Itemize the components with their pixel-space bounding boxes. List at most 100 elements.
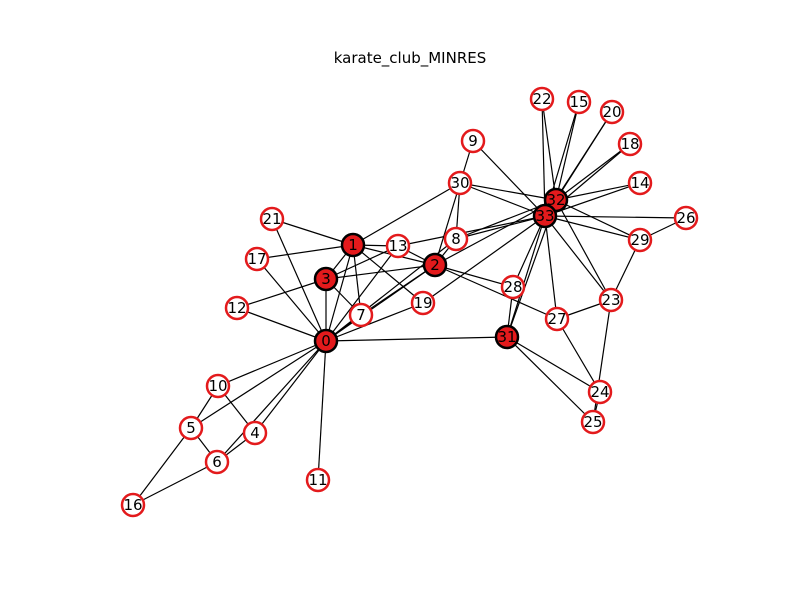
node-1: 1 (340, 232, 366, 258)
node-27: 27 (544, 306, 570, 332)
edge-30-32 (459, 182, 557, 201)
node-label: 2 (430, 256, 440, 274)
edge-2-7 (360, 264, 436, 316)
node-label: 16 (123, 496, 142, 514)
edge-3-12 (236, 278, 327, 309)
node-circle (627, 227, 653, 253)
node-label: 30 (450, 174, 469, 192)
node-label: 23 (601, 291, 620, 309)
node-21: 21 (259, 206, 285, 232)
edge-1-30 (352, 182, 461, 246)
edge-6-16 (132, 461, 218, 506)
edge-2-3 (325, 264, 436, 280)
node-13: 13 (385, 233, 411, 259)
edge-1-21 (271, 218, 354, 246)
node-label: 29 (630, 231, 649, 249)
node-circle (532, 203, 558, 229)
node-8: 8 (443, 226, 469, 252)
node-5: 5 (178, 415, 204, 441)
edge-0-12 (236, 307, 327, 342)
edge-0-5 (190, 340, 327, 429)
node-label: 25 (583, 413, 602, 431)
node-0: 0 (313, 328, 339, 354)
node-circle (205, 373, 231, 399)
node-label: 9 (468, 132, 478, 150)
edge-0-21 (271, 218, 327, 342)
node-circle (494, 324, 520, 350)
edge-23-32 (555, 199, 612, 301)
edge-26-33 (544, 215, 687, 219)
edge-1-19 (352, 244, 424, 304)
node-16: 16 (120, 492, 146, 518)
edge-2-9 (434, 140, 474, 266)
node-layer: 0123456789101112131415161718192021222324… (120, 86, 699, 518)
node-circle (422, 252, 448, 278)
node-label: 10 (208, 377, 227, 395)
node-4: 4 (242, 420, 268, 446)
edge-2-28 (434, 264, 514, 288)
node-circle (313, 328, 339, 354)
node-label: 32 (546, 191, 565, 209)
node-3: 3 (313, 266, 339, 292)
node-label: 20 (602, 103, 621, 121)
edge-0-19 (325, 302, 424, 342)
edge-27-33 (544, 215, 558, 320)
node-6: 6 (204, 449, 230, 475)
edge-0-6 (216, 340, 327, 463)
node-29: 29 (627, 227, 653, 253)
edge-29-32 (555, 199, 641, 241)
edge-24-31 (506, 336, 601, 393)
edge-9-33 (472, 140, 546, 217)
node-label: 1 (348, 236, 358, 254)
edge-18-32 (555, 143, 631, 201)
node-circle (204, 449, 230, 475)
node-circle (242, 420, 268, 446)
node-circle (529, 86, 555, 112)
node-label: 19 (413, 294, 432, 312)
node-circle (544, 306, 570, 332)
node-circle (443, 226, 469, 252)
node-label: 14 (630, 174, 649, 192)
node-14: 14 (627, 170, 653, 196)
node-7: 7 (348, 302, 374, 328)
edge-8-33 (455, 215, 546, 240)
edge-14-32 (555, 182, 641, 201)
edge-0-31 (325, 336, 508, 342)
node-12: 12 (224, 295, 250, 321)
edge-0-11 (317, 340, 327, 481)
node-circle (673, 205, 699, 231)
edge-28-33 (512, 215, 546, 288)
edge-29-33 (544, 215, 641, 241)
node-circle (305, 467, 331, 493)
edge-0-10 (217, 340, 327, 387)
edge-0-17 (256, 258, 327, 342)
node-circle (587, 379, 613, 405)
node-23: 23 (598, 287, 624, 313)
node-20: 20 (599, 99, 625, 125)
node-18: 18 (617, 131, 643, 157)
node-label: 24 (590, 383, 609, 401)
edge-23-33 (544, 215, 612, 301)
node-circle (348, 302, 374, 328)
edge-1-17 (256, 244, 354, 260)
edge-13-33 (397, 215, 546, 247)
node-label: 8 (451, 230, 461, 248)
node-label: 33 (535, 207, 554, 225)
node-label: 13 (388, 237, 407, 255)
node-label: 5 (186, 419, 196, 437)
node-circle (178, 415, 204, 441)
node-label: 6 (212, 453, 222, 471)
node-30: 30 (447, 170, 473, 196)
node-circle (385, 233, 411, 259)
node-label: 22 (532, 90, 551, 108)
node-label: 27 (547, 310, 566, 328)
edge-22-32 (541, 98, 557, 201)
node-circle (447, 170, 473, 196)
node-circle (410, 290, 436, 316)
node-24: 24 (587, 379, 613, 405)
edge-2-27 (434, 264, 558, 320)
node-label: 31 (497, 328, 516, 346)
edge-31-33 (506, 215, 546, 338)
node-label: 11 (308, 471, 327, 489)
node-circle (460, 128, 486, 154)
